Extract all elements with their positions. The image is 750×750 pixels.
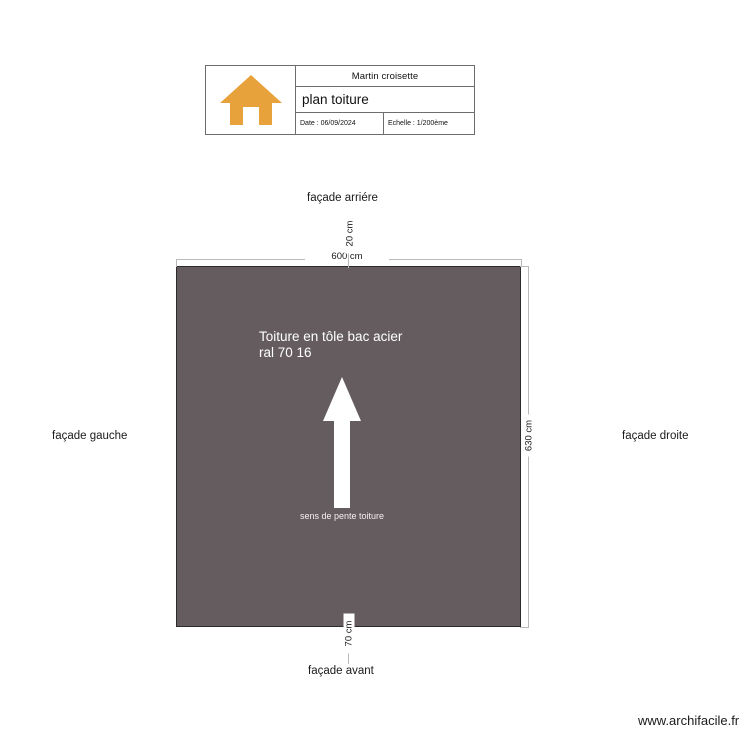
house-icon (219, 75, 282, 125)
dimension-tick-right-bottom (520, 627, 529, 628)
logo-cell (206, 66, 296, 134)
title-block: Martin croisette plan toiture Date : 06/… (205, 65, 475, 135)
facade-label-left: façade gauche (52, 430, 128, 442)
site-url-label: www.archifacile.fr (638, 713, 740, 728)
up-arrow-icon (323, 377, 361, 508)
plan-scale: Echelle : 1/200ème (388, 120, 448, 127)
dimension-tick-top-left (176, 259, 177, 267)
title-block-meta: Date : 06/09/2024 Echelle : 1/200ème (296, 113, 474, 134)
roof-material-label: Toiture en tôle bac acier ral 70 16 (259, 329, 403, 360)
facade-label-right: façade droite (622, 430, 689, 442)
dimension-tick-right-top (520, 266, 529, 267)
dimension-label-bottom-offset: 70 cm (343, 613, 355, 654)
dimension-label-top-offset: 20 cm (344, 213, 356, 254)
facade-label-back: façade arriére (307, 192, 378, 204)
slope-direction-label: sens de pente toiture (299, 511, 385, 521)
facade-label-front: façade avant (308, 665, 374, 677)
title-block-fields: Martin croisette plan toiture Date : 06/… (296, 66, 474, 134)
dimension-tick-top-right (521, 259, 522, 267)
dimension-label-height: 630 cm (523, 414, 535, 457)
client-name: Martin croisette (296, 66, 474, 87)
plan-title: plan toiture (296, 87, 474, 113)
dimension-label-width: 600 cm (305, 251, 389, 262)
plan-date: Date : 06/09/2024 (296, 113, 384, 134)
